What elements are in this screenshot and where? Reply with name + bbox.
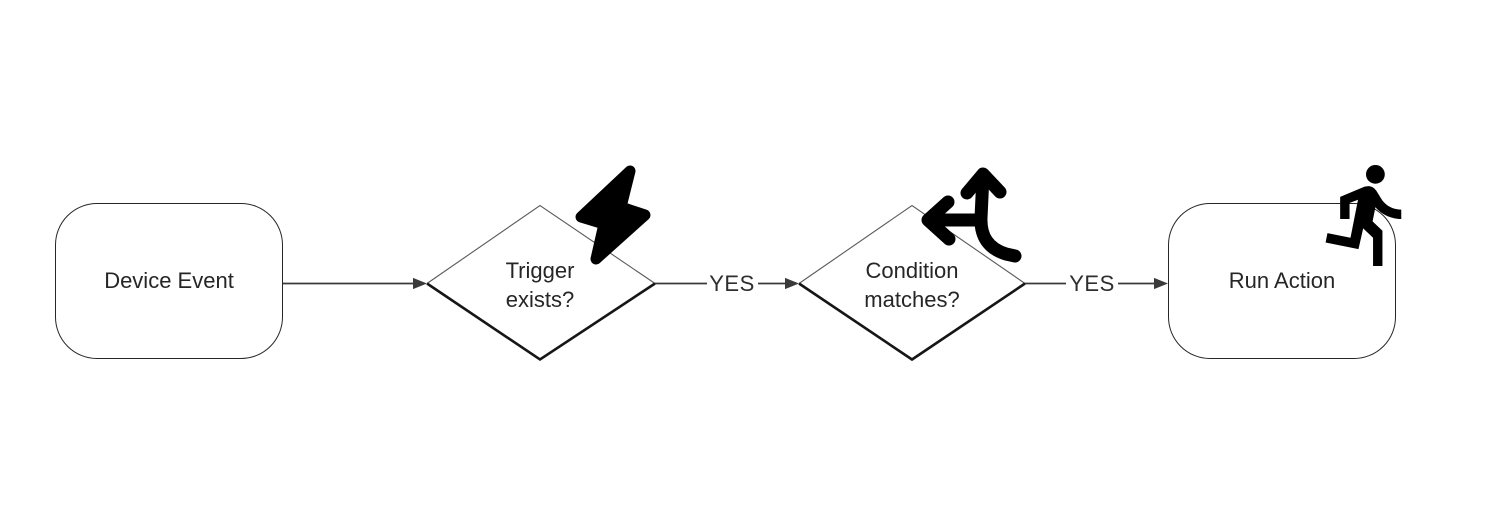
node-device-event: Device Event <box>55 203 283 359</box>
node-device-event-label: Device Event <box>104 268 234 293</box>
node-run-action-label: Run Action <box>1228 268 1336 293</box>
node-trigger-exists-label: Trigger exists? <box>505 257 575 312</box>
arrowhead-icon <box>1154 277 1168 290</box>
arrowhead-icon <box>413 277 427 290</box>
edge-label-yes-1: YES <box>709 271 755 296</box>
edge-label-yes-2: YES <box>1069 271 1115 296</box>
lightning-bolt-icon <box>575 165 651 265</box>
split-arrows-up-left-icon <box>921 167 1022 263</box>
arrowhead-icon <box>785 277 799 290</box>
node-run-action: Run Action <box>1168 203 1396 359</box>
node-condition-matches-label: Condition matches? <box>864 257 960 312</box>
edge-device-to-trigger <box>283 277 427 290</box>
